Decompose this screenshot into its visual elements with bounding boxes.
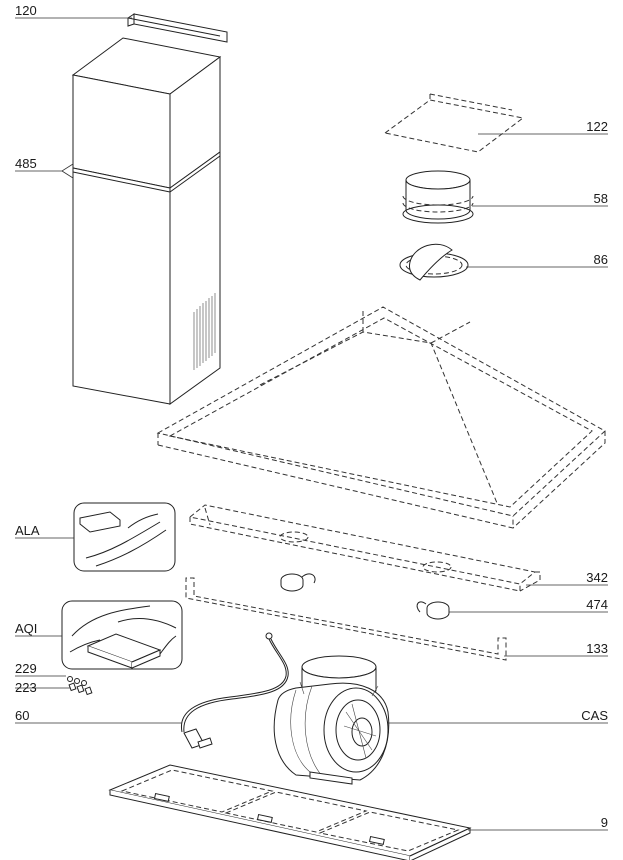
callout-122: 122 xyxy=(586,119,608,134)
hood-canopy xyxy=(156,306,606,529)
callout-342: 342 xyxy=(586,570,608,585)
part-9-grease-filters xyxy=(108,764,472,860)
part-120-top-bracket xyxy=(127,13,228,43)
callout-229: 229 xyxy=(15,661,37,676)
callout-474: 474 xyxy=(586,597,608,612)
callout-120: 120 xyxy=(15,3,37,18)
callout-9: 9 xyxy=(601,815,608,830)
part-133-front-bar xyxy=(185,577,507,661)
leader-lines xyxy=(15,17,608,831)
part-58-duct-connector xyxy=(402,170,474,224)
part-342-mounting-plate xyxy=(188,504,541,592)
callout-cas: CAS xyxy=(581,708,608,723)
part-86-flap-valve xyxy=(399,243,469,281)
callout-86: 86 xyxy=(594,252,608,267)
callout-133: 133 xyxy=(586,641,608,656)
callout-ala: ALA xyxy=(15,523,40,538)
chimney-vent-slots xyxy=(193,293,216,370)
part-122-plate xyxy=(383,93,525,153)
part-229-223-connectors xyxy=(67,676,93,696)
part-60-power-cable xyxy=(180,632,289,749)
part-ala-wiring-kit xyxy=(73,502,176,572)
callout-58: 58 xyxy=(594,191,608,206)
part-aqi-control-kit xyxy=(61,600,183,670)
callout-aqi: AQI xyxy=(15,621,37,636)
part-cas-blower-motor xyxy=(273,655,390,785)
part-474-lamp xyxy=(280,573,450,620)
callout-223: 223 xyxy=(15,680,37,695)
callout-60: 60 xyxy=(15,708,29,723)
part-485-chimney xyxy=(71,37,222,405)
callout-labels: 120 485 122 58 86 ALA 342 474 AQI 133 22… xyxy=(15,3,608,830)
callout-485: 485 xyxy=(15,156,37,171)
